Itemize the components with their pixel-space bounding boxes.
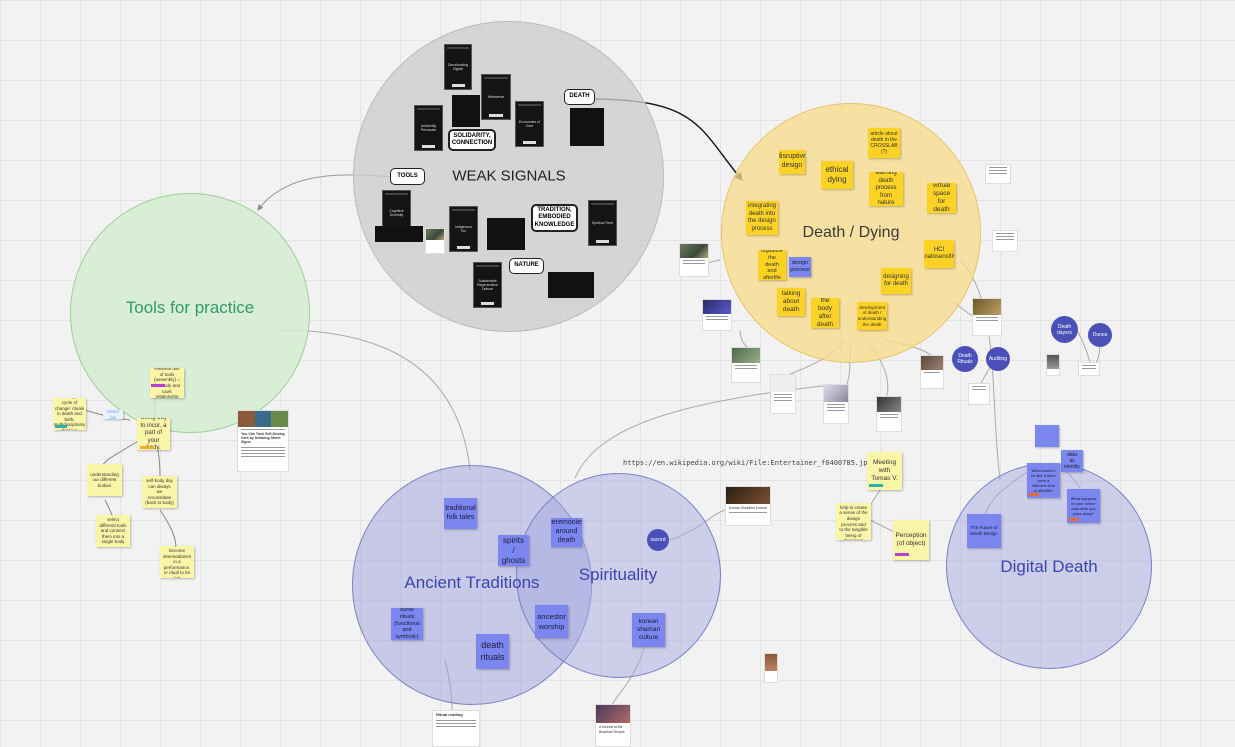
- node-dunes[interactable]: Dunes: [1088, 323, 1112, 347]
- sticky-online-data[interactable]: What happens to your online data after y…: [1067, 489, 1100, 523]
- tag-tradition[interactable]: TRADITION, EMBODIED KNOWLEDGE: [531, 204, 578, 232]
- sticky-articles[interactable]: article about death in the CROSSLAB (?): [868, 128, 900, 158]
- node-death-dayers[interactable]: Death dayers: [1051, 316, 1078, 343]
- article-thumb[interactable]: [1046, 354, 1060, 376]
- tag-nature[interactable]: NATURE: [509, 258, 544, 274]
- signal-card-indigenous[interactable]: Indigenous Tec: [449, 206, 478, 252]
- article-card[interactable]: You Can Trick Self-Driving Cars by Defac…: [237, 410, 289, 472]
- sticky-objects-intermediaries[interactable]: objects become intermediaries in a perfo…: [160, 546, 194, 578]
- color-marker: [869, 484, 883, 487]
- sticky-talking-about-death[interactable]: talking about death: [777, 288, 805, 316]
- sticky-designing-for-death[interactable]: designing for death: [881, 268, 911, 294]
- image-thumb[interactable]: [425, 228, 445, 254]
- digital-death-title: Digital Death: [1000, 557, 1098, 576]
- sticky-hci-thanatosensitivity[interactable]: HCI thanatosensitivity: [924, 240, 954, 268]
- text-block[interactable]: [487, 218, 525, 250]
- weak-signals-title: WEAK SIGNALS: [452, 167, 566, 185]
- sticky-digitalize-death[interactable]: digitalize the death and afterlife: [758, 250, 786, 280]
- sticky-learning-death[interactable]: learning death process from nature: [869, 172, 903, 206]
- sticky-select-tools[interactable]: select different tools and connect them …: [96, 515, 130, 547]
- sticky-virtual-space[interactable]: virtual space for death: [927, 183, 956, 213]
- article-thumb[interactable]: [731, 347, 761, 383]
- article-thumb[interactable]: [992, 230, 1018, 252]
- article-thumb[interactable]: [972, 298, 1002, 336]
- sticky-design-process[interactable]: design process: [789, 257, 811, 277]
- ancient-traditions-title: Ancient Traditions: [404, 573, 540, 592]
- article-thumb[interactable]: [1078, 362, 1100, 376]
- tools-for-practice-title: Tools for practice: [125, 298, 255, 317]
- sticky-traditional-folk-tales[interactable]: traditional folk tales: [444, 498, 477, 529]
- signal-card-spiritual[interactable]: Spiritual Tech: [588, 200, 617, 246]
- article-thumb-funeral[interactable]: A funeral at the Buddhist Temple: [595, 704, 631, 747]
- sticky-ethical-dying[interactable]: ethical dying: [821, 161, 853, 189]
- tools-for-practice-circle[interactable]: [70, 193, 310, 433]
- sticky-burial-rituals[interactable]: burial rituals (functional and symbolic): [391, 608, 423, 640]
- sticky-ancestor-worship[interactable]: ancestor worship: [535, 605, 568, 638]
- spirituality-circle[interactable]: [516, 473, 721, 678]
- signal-card-metaverse[interactable]: Metaverse: [481, 74, 511, 120]
- sticky-korean-shaman[interactable]: korean shaman culture: [632, 613, 665, 647]
- article-thumb[interactable]: [679, 243, 709, 277]
- sticky-understanding-bodies[interactable]: understanding our different bodies: [87, 464, 122, 496]
- text-block[interactable]: [375, 226, 423, 242]
- sticky-future-death-design[interactable]: The Future of Death Design: [967, 514, 1001, 548]
- text-block[interactable]: [570, 108, 604, 146]
- sticky-meeting-tomas[interactable]: Meeting with Tomas V.: [867, 452, 902, 490]
- sticky-ceremonies[interactable]: ceremonies around death: [551, 518, 582, 547]
- sticky-disruptive-design[interactable]: disruptive design: [779, 150, 805, 174]
- color-marker: [151, 384, 165, 387]
- article-thumb[interactable]: [876, 396, 902, 432]
- color-marker: [140, 446, 154, 449]
- sticky-integrating-death[interactable]: integrating death into the design proces…: [746, 201, 778, 235]
- sticky-data-identity[interactable]: data as identity: [1061, 450, 1083, 472]
- article-thumb[interactable]: [985, 164, 1011, 184]
- color-marker: [1069, 518, 1079, 521]
- article-thumb[interactable]: [920, 355, 944, 389]
- sticky-share-link[interactable]: Share link: [103, 410, 123, 419]
- sticky-self-body[interactable]: self-body day can always we reconstitute…: [142, 476, 177, 508]
- sticky-reverse-tools[interactable]: Reverse use of tools (assembly) = the bo…: [150, 368, 184, 398]
- article-thumb-ritual[interactable]: Ritual reading: [432, 710, 480, 747]
- article-title: You Can Trick Self-Driving Cars by Defac…: [241, 432, 285, 445]
- url-text[interactable]: https://en.wikipedia.org/wiki/File:Enter…: [623, 459, 872, 467]
- sticky-looking-at-cycle[interactable]: Looking at cycle of change: rituals in d…: [53, 398, 86, 430]
- signal-card-economies[interactable]: Economies of Care: [515, 101, 544, 147]
- sticky-death-rituals[interactable]: death rituals: [476, 634, 509, 669]
- article-thumb-figure[interactable]: [764, 653, 778, 683]
- sticky-using-day[interactable]: Using day to incor. a part of your body.: [137, 418, 170, 450]
- article-thumb[interactable]: [968, 383, 990, 405]
- signal-card-ambiently[interactable]: Ambiently Pervasive: [414, 105, 443, 151]
- sticky-notes[interactable]: rituals can help to create a sense of th…: [836, 503, 871, 540]
- sticky-spirits-ghosts[interactable]: spirits / ghosts: [498, 535, 529, 566]
- tools-to-ancient-curve: [279, 329, 471, 471]
- sticky-what-afterlife[interactable]: What would it be like if there were a di…: [1027, 463, 1060, 498]
- article-thumb[interactable]: [770, 374, 796, 414]
- color-marker: [895, 553, 909, 556]
- sticky-understanding-death[interactable]: development of death / understanding the…: [857, 302, 887, 330]
- death-dying-title: Death / Dying: [802, 224, 900, 241]
- color-marker: [1029, 493, 1039, 496]
- node-sacred[interactable]: sacred: [647, 529, 669, 551]
- color-marker: [55, 425, 67, 428]
- article-thumb-korea[interactable]: Korean Buddhist funeral: [725, 486, 771, 526]
- article-thumb[interactable]: [702, 299, 732, 331]
- sticky-blank[interactable]: [1035, 425, 1059, 447]
- node-auditing[interactable]: Auditing: [986, 347, 1010, 371]
- tag-tools[interactable]: TOOLS: [390, 168, 425, 185]
- signal-card-sustainable[interactable]: Sustainable Regenerative Leisure: [473, 262, 502, 308]
- tag-death[interactable]: DEATH: [564, 89, 595, 105]
- text-block[interactable]: [548, 272, 594, 298]
- spirituality-title: Spirituality: [578, 565, 658, 584]
- text-block[interactable]: [452, 95, 480, 127]
- signal-card-decolonising[interactable]: Decolonising Digital: [444, 44, 472, 90]
- article-thumb[interactable]: [823, 384, 849, 424]
- node-death-rituals[interactable]: Death Rituals: [952, 346, 978, 372]
- sticky-body-after-death[interactable]: the body after death: [811, 298, 839, 328]
- tag-solidarity[interactable]: SOLIDARITY, CONNECTION: [448, 129, 496, 151]
